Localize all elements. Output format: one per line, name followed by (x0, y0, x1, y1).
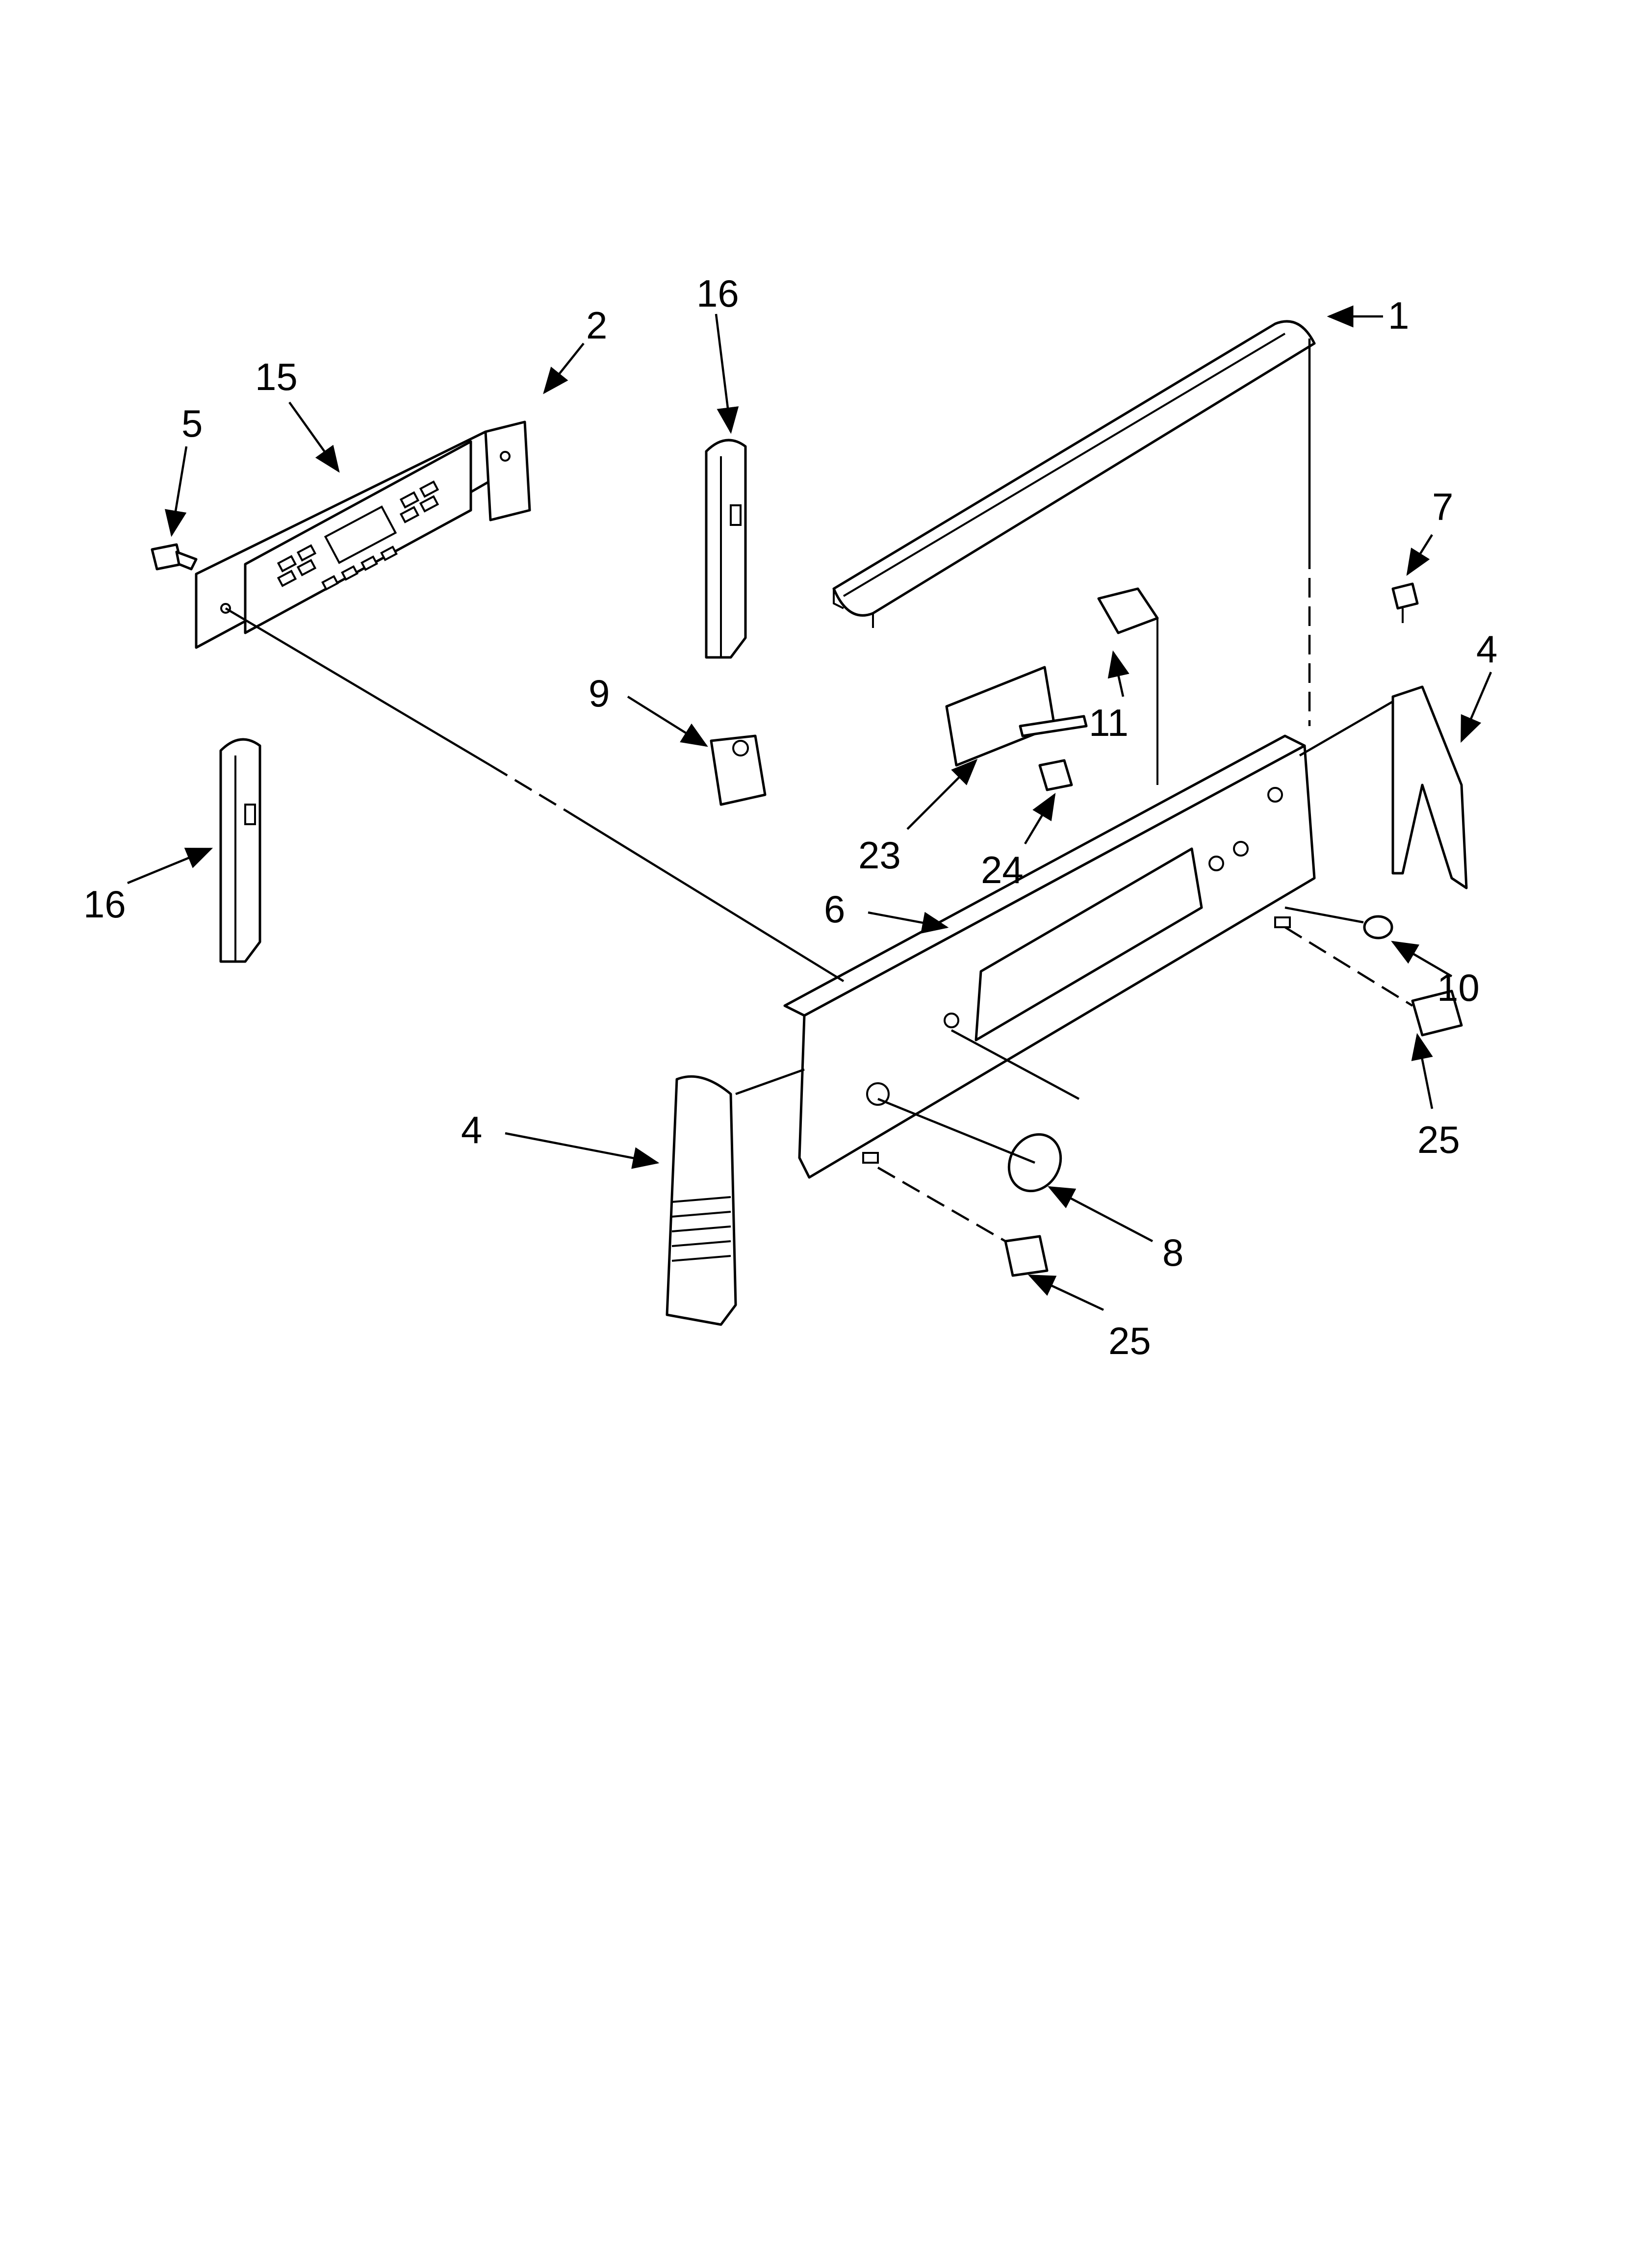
callout-25-upper: 25 (1417, 1118, 1460, 1161)
callout-8: 8 (1162, 1231, 1183, 1274)
callout-5: 5 (181, 402, 203, 445)
callout-16-lower: 16 (83, 883, 126, 926)
callout-24: 24 (981, 848, 1024, 891)
callout-4-right: 4 (1476, 627, 1497, 671)
part-10-bushing (1363, 915, 1393, 939)
part-5-screw (151, 543, 198, 571)
end-cap-ribs (671, 1196, 731, 1262)
callout-25-lower: 25 (1108, 1319, 1151, 1362)
callout-15: 15 (255, 355, 298, 398)
leader-arrows (127, 305, 1492, 1311)
part-4-left-end-cap (666, 1075, 737, 1326)
callout-labels: 1 2 4 4 5 6 7 8 9 10 11 15 16 16 23 24 2… (83, 272, 1497, 1362)
callout-7: 7 (1432, 485, 1453, 528)
part-6-control-panel (783, 734, 1316, 1179)
callout-11: 11 (1089, 701, 1129, 744)
part-24-screw (1038, 759, 1073, 791)
part-16-lower-side-trim (219, 738, 261, 963)
callout-9: 9 (589, 672, 610, 715)
callout-4-left: 4 (461, 1108, 482, 1151)
callout-16-upper: 16 (696, 272, 739, 315)
part-11-indicator-light (1097, 587, 1159, 785)
callout-23: 23 (858, 834, 901, 877)
part-1-trim-strip (832, 320, 1316, 628)
part-4-right-bracket (1391, 685, 1468, 889)
callout-6: 6 (824, 887, 845, 931)
part-15-control-board (195, 420, 531, 649)
part-25-terminal-upper (1411, 990, 1463, 1037)
callout-2: 2 (586, 304, 607, 347)
part-7-screw (1391, 582, 1419, 623)
callout-1: 1 (1388, 294, 1409, 337)
assembly-lines (225, 339, 1413, 1242)
part-9-switch (710, 734, 767, 806)
part-25-terminal-lower (1004, 1235, 1049, 1277)
part-23-infinite-switch (945, 666, 1088, 767)
part-16-upper-side-trim (705, 439, 747, 659)
keypad-buttons (277, 480, 439, 591)
callout-10: 10 (1437, 966, 1480, 1009)
